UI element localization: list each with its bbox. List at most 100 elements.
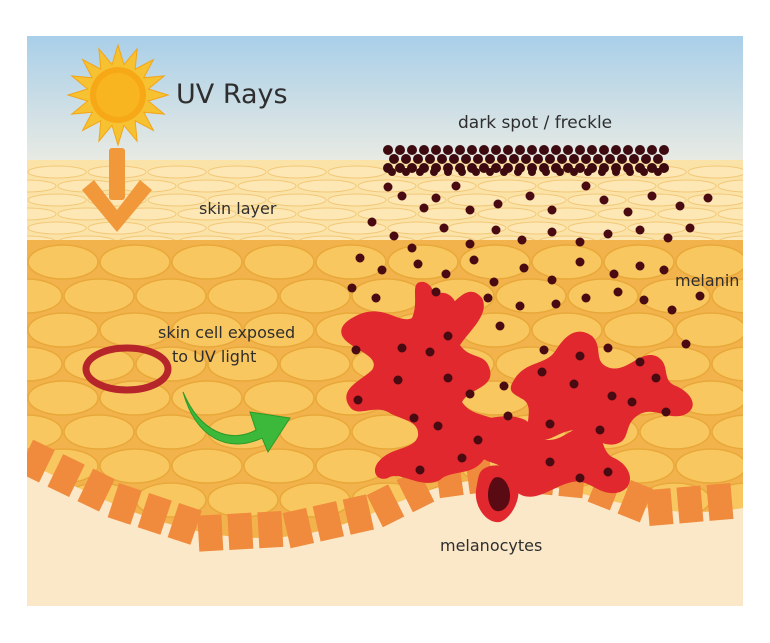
flat-skin-cell: [267, 165, 327, 179]
freckle-dot: [647, 145, 657, 155]
sun-icon: [66, 43, 170, 147]
melanin-dot: [695, 291, 705, 301]
melanin-dot: [491, 225, 501, 235]
melanin-dot: [425, 347, 435, 357]
freckle-dot: [461, 154, 471, 164]
flat-skin-cell: [207, 221, 267, 235]
freckle-dot: [653, 154, 663, 164]
flat-skin-cell: [657, 179, 717, 193]
melanin-dot: [647, 191, 657, 201]
melanin-dot: [503, 411, 513, 421]
freckle-dot: [473, 154, 483, 164]
melanin-dot: [347, 283, 357, 293]
freckle-dot: [528, 168, 536, 176]
melanin-dot: [635, 261, 645, 271]
freckle-dot: [444, 168, 452, 176]
freckle-dot: [514, 168, 522, 176]
flat-skin-cell: [477, 207, 537, 221]
melanin-dot: [681, 339, 691, 349]
melanin-dot: [439, 223, 449, 233]
melanin-dot: [515, 301, 525, 311]
freckle-dot: [551, 145, 561, 155]
melanin-dot: [595, 425, 605, 435]
skin-cell: [243, 380, 315, 416]
freckle-dot: [635, 145, 645, 155]
melanin-dot: [377, 265, 387, 275]
skin-cell: [675, 244, 743, 280]
flat-skin-cell: [357, 207, 417, 221]
freckle-dot: [539, 145, 549, 155]
flat-skin-cell: [327, 165, 387, 179]
melanin-dot: [353, 395, 363, 405]
freckle-dot: [458, 168, 466, 176]
melanin-dot: [581, 181, 591, 191]
freckle-dot: [563, 145, 573, 155]
flat-skin-cell: [267, 221, 327, 235]
freckle-dot: [479, 145, 489, 155]
melanin-dot: [443, 373, 453, 383]
melanin-dot: [431, 287, 441, 297]
basal-cell: [342, 494, 375, 535]
basal-cell: [282, 507, 315, 549]
skin-cell: [63, 278, 135, 314]
flat-skin-cell: [237, 207, 297, 221]
skin-cell: [387, 244, 459, 280]
melanin-dot: [409, 413, 419, 423]
skin-cell: [171, 448, 243, 484]
flat-skin-cell: [417, 179, 477, 193]
melanin-dot: [537, 367, 547, 377]
freckle-dot: [599, 145, 609, 155]
flat-skin-cell: [147, 165, 207, 179]
melanin-dot: [551, 299, 561, 309]
melanin-dot: [473, 435, 483, 445]
highlighted-skin-cell: [82, 344, 172, 394]
melanin-dot: [431, 193, 441, 203]
freckle-dot: [612, 168, 620, 176]
skin-cell-label-line2: to UV light: [172, 347, 256, 366]
freckle-dot: [623, 145, 633, 155]
freckle-dot: [611, 145, 621, 155]
melanin-dot: [397, 343, 407, 353]
freckle-dot: [497, 154, 507, 164]
skin-cell: [27, 346, 63, 382]
melanin-dot: [569, 379, 579, 389]
freckle-dot: [407, 145, 417, 155]
flat-skin-cell: [687, 193, 743, 207]
melanocyte-network: [341, 281, 693, 523]
freckle-dot: [521, 154, 531, 164]
flat-skin-cell: [657, 207, 717, 221]
skin-cell: [0, 313, 26, 347]
melanin-dot: [547, 227, 557, 237]
freckle-dot: [593, 154, 603, 164]
skin-cell: [567, 278, 639, 314]
flat-skin-cell: [567, 193, 627, 207]
flat-skin-cell: [27, 165, 87, 179]
skin-cell: [639, 414, 711, 450]
freckle-dot: [500, 168, 508, 176]
melanin-dot: [667, 305, 677, 315]
flat-skin-cell: [717, 179, 743, 193]
flat-skin-cell: [27, 179, 57, 193]
basal-cell: [197, 514, 224, 552]
green-arrow-icon: [182, 391, 291, 454]
freckle-dot: [449, 154, 459, 164]
melanin-dot: [575, 237, 585, 247]
freckle-dot: [503, 145, 513, 155]
flat-skin-cell: [687, 221, 743, 235]
skin-cell: [99, 448, 171, 484]
freckle-dot: [472, 168, 480, 176]
freckle-dot: [617, 154, 627, 164]
basal-cell: [706, 482, 734, 521]
melanin-dot: [351, 345, 361, 355]
melanin-dot: [651, 373, 661, 383]
melanin-dot: [603, 343, 613, 353]
flat-skin-cell: [147, 221, 207, 235]
flat-skin-cell: [0, 166, 26, 178]
melanin-dot: [441, 269, 451, 279]
skin-cell: [711, 346, 743, 382]
freckle-dot: [388, 168, 396, 176]
melanin-dot: [419, 203, 429, 213]
freckle-dot: [395, 145, 405, 155]
freckle-dot: [557, 154, 567, 164]
freckle-dot: [455, 145, 465, 155]
